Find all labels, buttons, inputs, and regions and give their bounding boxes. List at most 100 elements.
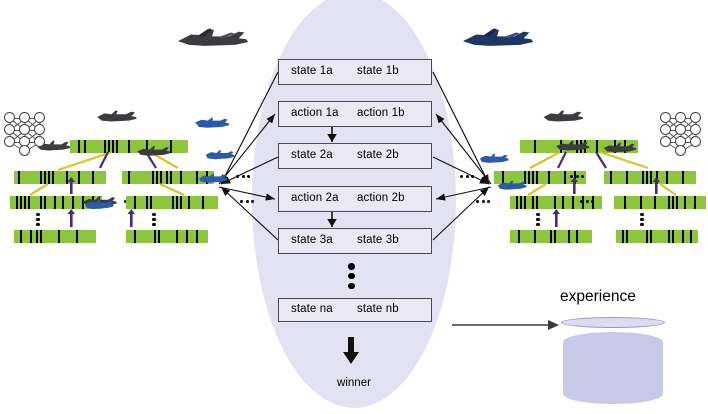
gene-tick xyxy=(72,196,74,209)
seq-cell-a: state 3a xyxy=(291,234,333,247)
gene-tick xyxy=(160,171,162,184)
gene-tick xyxy=(62,196,64,209)
gene-tick xyxy=(154,230,156,243)
chromosome-bar[interactable] xyxy=(126,196,218,209)
chromosome-bar[interactable] xyxy=(122,171,214,184)
gene-tick xyxy=(146,196,148,209)
gene-tick xyxy=(610,171,612,184)
gene-tick xyxy=(684,196,686,209)
neural-network-icon xyxy=(660,112,706,156)
neural-network-edge xyxy=(680,129,696,131)
neural-network-edge xyxy=(9,141,25,143)
gene-tick xyxy=(622,230,624,243)
gene-tick xyxy=(30,230,32,243)
gene-tick xyxy=(668,230,670,243)
gene-tick xyxy=(576,140,578,153)
seq-cell-b: state 1b xyxy=(357,65,399,78)
seq-box-state1[interactable]: state 1a state 1b xyxy=(278,59,432,85)
gene-tick xyxy=(668,196,670,209)
neural-network-edge xyxy=(9,117,25,119)
gene-tick xyxy=(672,196,674,209)
gene-tick xyxy=(502,171,504,184)
chromosome-bar[interactable] xyxy=(510,230,592,243)
neural-network-node xyxy=(690,124,701,135)
neural-network-node xyxy=(690,112,701,123)
neural-network-edge xyxy=(665,117,681,119)
seq-box-staten[interactable]: state na state nb xyxy=(278,298,432,322)
gene-tick xyxy=(112,140,114,153)
gene-tick xyxy=(528,171,530,184)
gene-tick xyxy=(626,171,628,184)
neural-network-node xyxy=(690,136,701,147)
gene-tick xyxy=(20,196,22,209)
gene-tick xyxy=(146,140,148,153)
chromosome-bar[interactable] xyxy=(126,230,208,243)
gene-tick xyxy=(108,140,110,153)
gene-tick xyxy=(196,230,198,243)
gene-tick xyxy=(564,171,566,184)
experience-database-cylinder-icon[interactable] xyxy=(563,332,663,404)
gene-tick xyxy=(534,140,536,153)
gene-tick xyxy=(40,171,42,184)
gene-tick xyxy=(176,196,178,209)
gene-tick xyxy=(532,171,534,184)
gene-tick xyxy=(554,230,556,243)
chromosome-bar[interactable] xyxy=(70,140,188,153)
seq-box-action1[interactable]: action 1a action 1b xyxy=(278,101,432,127)
vertical-ellipsis-icon xyxy=(348,263,355,289)
seq-box-action2[interactable]: action 2a action 2b xyxy=(278,186,432,212)
neural-network-node xyxy=(675,145,686,156)
gene-tick xyxy=(202,196,204,209)
gene-tick xyxy=(166,171,168,184)
neural-network-edge xyxy=(665,141,681,143)
neural-network-node xyxy=(4,136,15,147)
gene-tick xyxy=(170,140,172,153)
gene-tick xyxy=(170,171,172,184)
gene-tick xyxy=(158,230,160,243)
gene-tick xyxy=(196,171,198,184)
gene-tick xyxy=(582,196,584,209)
gene-tick xyxy=(176,230,178,243)
gene-tick xyxy=(550,230,552,243)
neural-network-node xyxy=(660,112,671,123)
seq-box-state3[interactable]: state 3a state 3b xyxy=(278,228,432,254)
gene-tick xyxy=(128,171,130,184)
gene-tick xyxy=(134,230,136,243)
gene-tick xyxy=(642,171,644,184)
horizontal-ellipsis-icon xyxy=(240,200,254,203)
gene-tick xyxy=(52,171,54,184)
gene-tick xyxy=(58,230,60,243)
neural-network-edge xyxy=(680,141,696,143)
horizontal-ellipsis-icon xyxy=(476,200,490,203)
chromosome-bar[interactable] xyxy=(14,230,96,243)
seq-box-state2[interactable]: state 2a state 2b xyxy=(278,143,432,169)
chromosome-bar[interactable] xyxy=(614,196,706,209)
gene-tick xyxy=(150,196,152,209)
chromosome-bar[interactable] xyxy=(604,171,696,184)
gene-tick xyxy=(156,171,158,184)
gene-tick xyxy=(626,230,628,243)
gene-tick xyxy=(576,230,578,243)
gene-tick xyxy=(128,140,130,153)
chromosome-bar[interactable] xyxy=(10,196,102,209)
gene-tick xyxy=(206,171,208,184)
gene-tick xyxy=(690,230,692,243)
neural-network-edge xyxy=(24,129,40,131)
seq-cell-a: state 1a xyxy=(291,65,333,78)
chromosome-bar[interactable] xyxy=(520,140,638,153)
neural-network-node xyxy=(19,145,30,156)
gene-tick xyxy=(534,230,536,243)
gene-tick xyxy=(28,196,30,209)
gene-tick xyxy=(516,196,518,209)
chromosome-bar[interactable] xyxy=(14,171,106,184)
gene-tick xyxy=(624,140,626,153)
neural-network-node xyxy=(660,136,671,147)
gene-tick xyxy=(650,171,652,184)
gray-fighter-jet-icon xyxy=(177,28,249,46)
gene-tick xyxy=(66,171,68,184)
gene-tick xyxy=(44,171,46,184)
gene-tick xyxy=(186,230,188,243)
chromosome-bar[interactable] xyxy=(616,230,698,243)
neural-network-edge xyxy=(665,129,681,131)
